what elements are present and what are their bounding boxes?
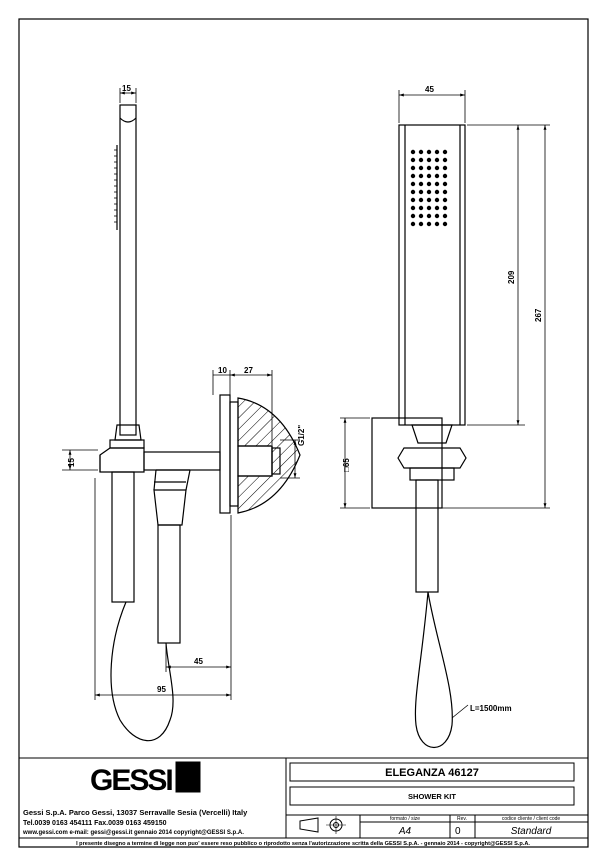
dim-209: 209 [507, 270, 516, 284]
dim-95: 95 [157, 685, 166, 694]
legal-disclaimer: I presente disegno a termine di legge no… [76, 841, 530, 847]
drawing-border [18, 18, 589, 848]
gessi-logo: GESSI [90, 764, 172, 797]
product-description: SHOWER KIT [408, 792, 456, 801]
wall-plate-front [371, 417, 443, 509]
client-code-value: Standard [511, 826, 552, 837]
hose-connector-right [157, 524, 181, 644]
front-view [371, 124, 467, 749]
dim-267: 267 [534, 308, 543, 322]
dim-15-bracket: 15 [67, 458, 76, 467]
hand-shower-body [119, 104, 137, 436]
rev-value: 0 [455, 826, 461, 837]
format-label: formato / size [390, 816, 420, 822]
product-name: ELEGANZA 46127 [385, 767, 479, 779]
company-phone: Tel.0039 0163 454111 Fax.0039 0163 45915… [23, 820, 167, 827]
spray-nozzles [410, 149, 448, 227]
dim-27: 27 [244, 366, 253, 375]
dim-65: □65 [342, 458, 351, 472]
dim-15-top: 15 [122, 84, 131, 93]
dim-thread: G1/2" [297, 425, 306, 446]
title-block [19, 757, 588, 839]
hose-connector-left [111, 471, 135, 603]
dim-45-horizontal: 45 [194, 657, 203, 666]
company-address: Gessi S.p.A. Parco Gessi, 13037 Serraval… [23, 808, 248, 817]
wall-section [237, 397, 301, 514]
dim-10: 10 [218, 366, 227, 375]
format-value: A4 [398, 826, 412, 837]
side-view [99, 104, 281, 742]
client-code-label: codice cliente / client code [502, 816, 561, 822]
rev-label: Rev. [457, 816, 467, 822]
dim-hose-length: L=1500mm [470, 704, 512, 713]
company-web: www.gessi.com e-mail: gessi@gessi.it gen… [22, 830, 244, 836]
hand-shower-front [398, 124, 466, 426]
dim-45-top: 45 [425, 85, 434, 94]
hose-connector-front [415, 479, 439, 593]
